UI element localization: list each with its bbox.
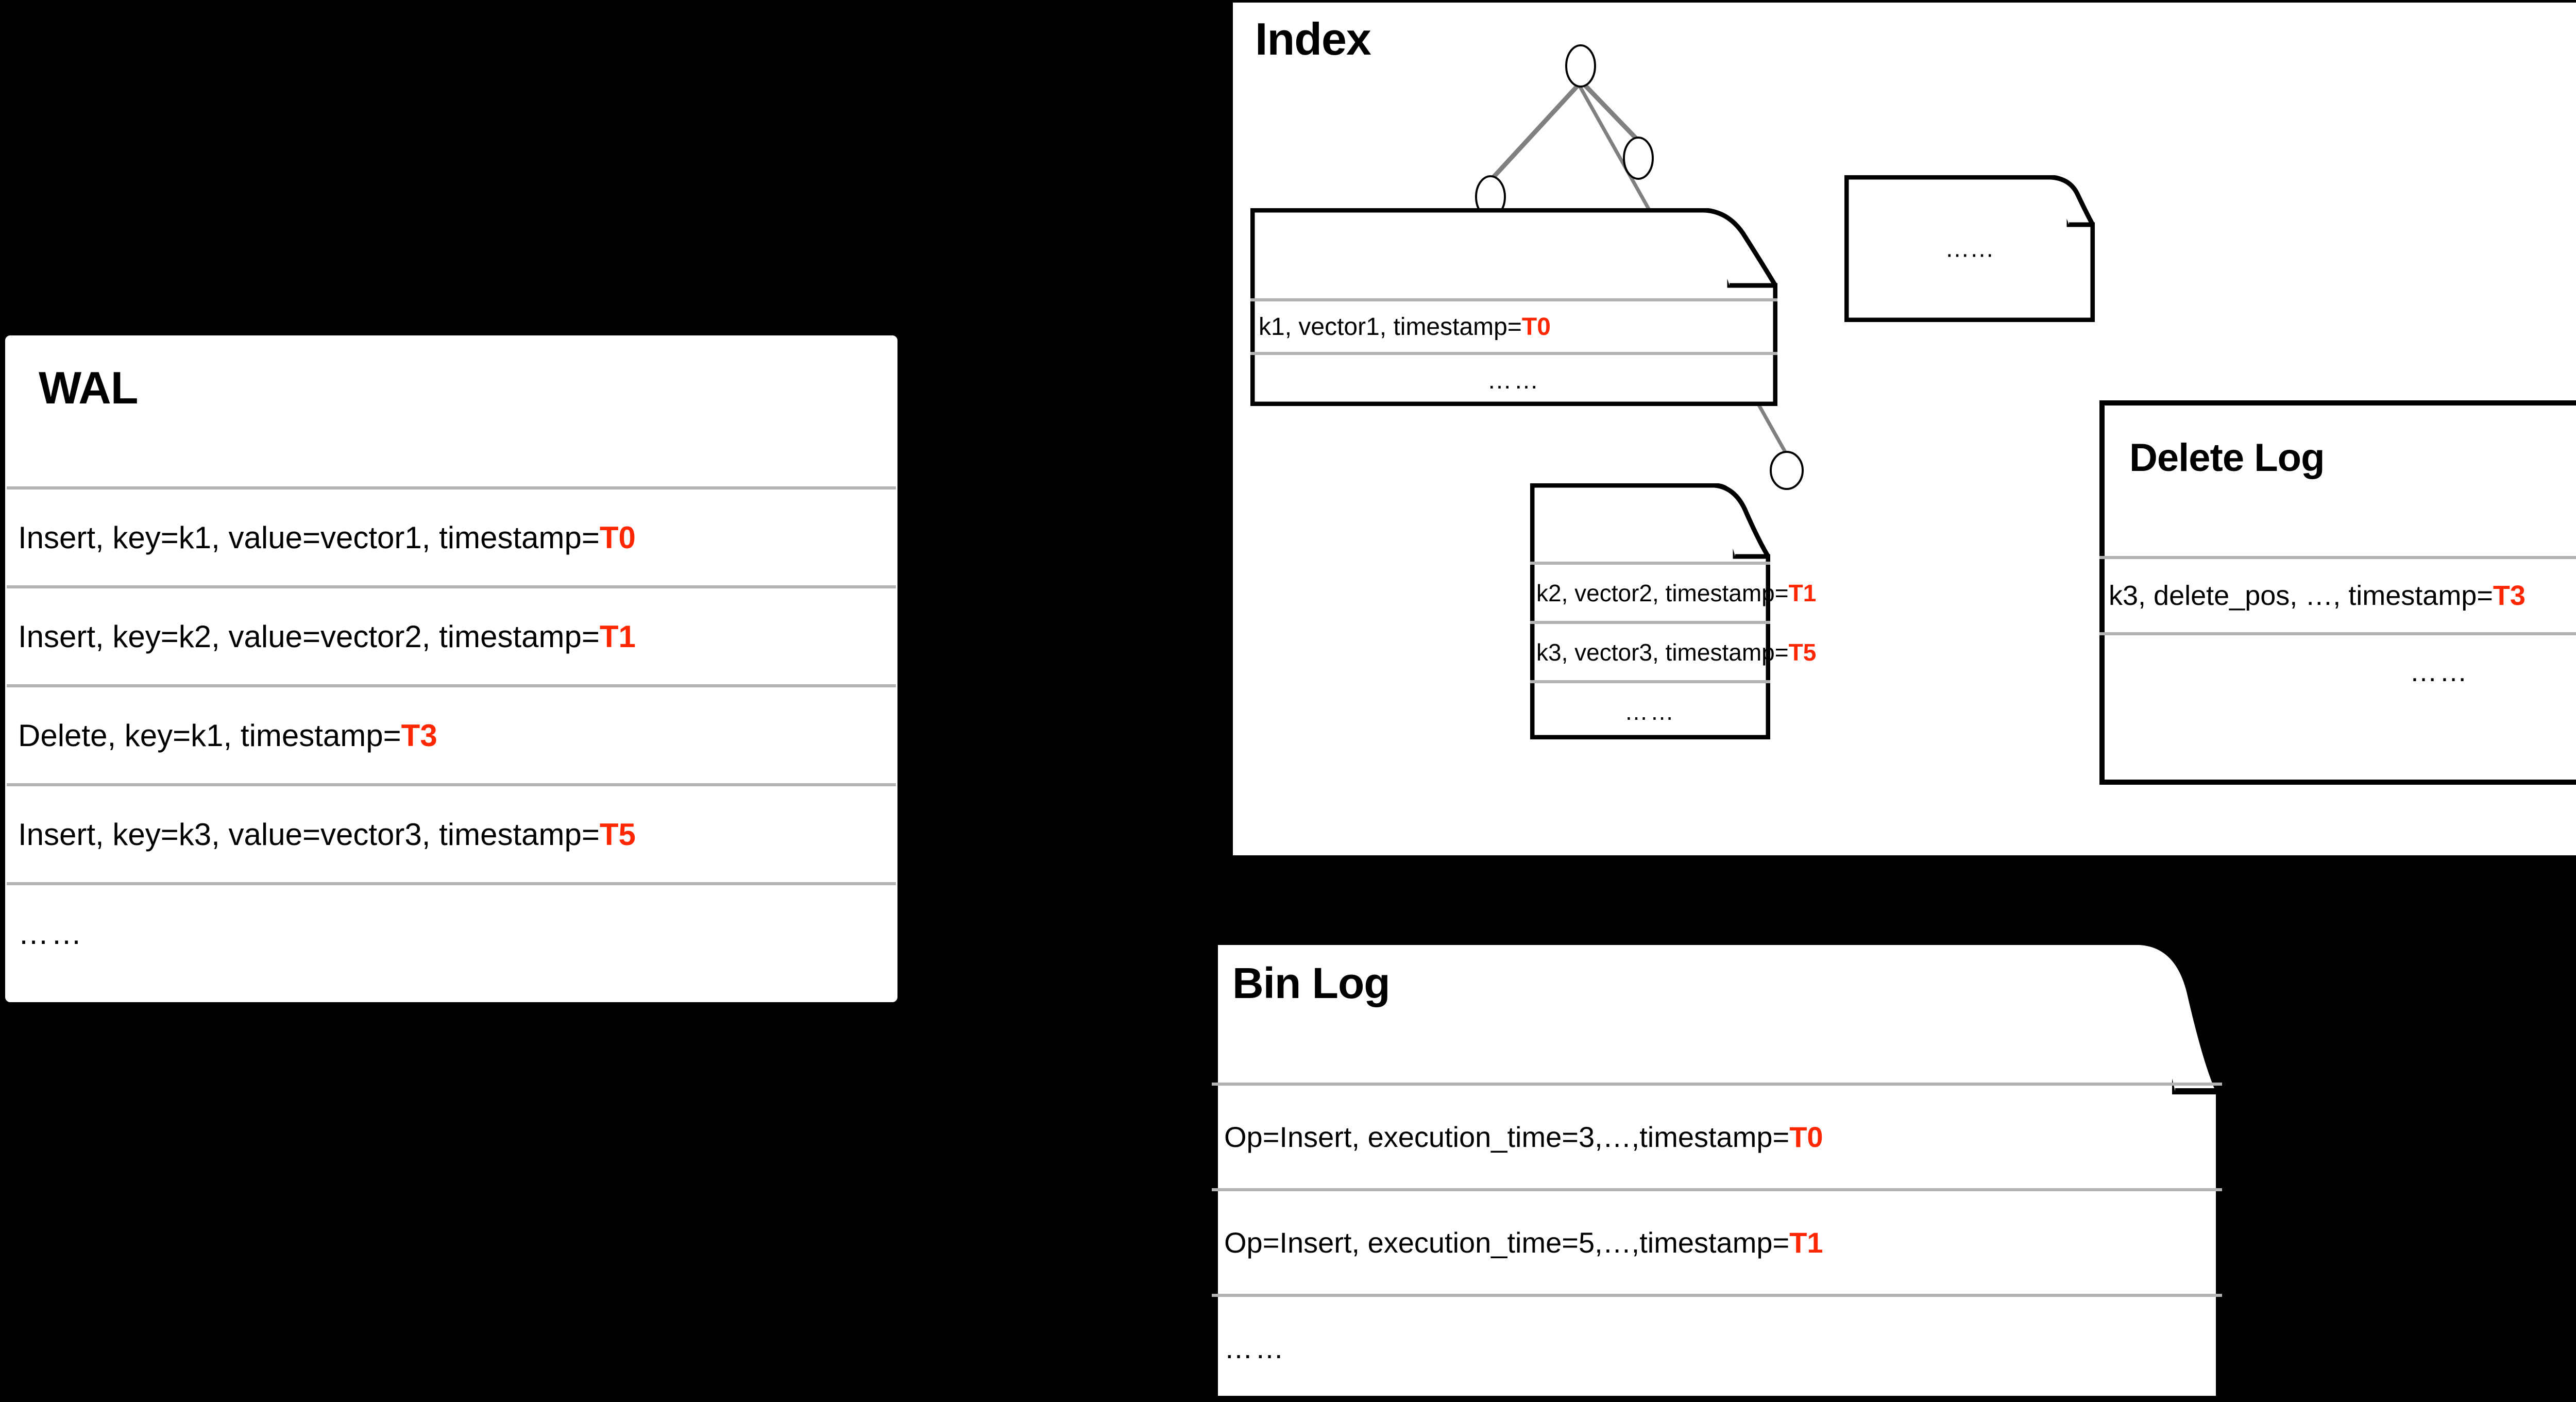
wal-entry-row: Delete, key=k1, timestamp=T3	[7, 684, 896, 783]
index-entry-text: k2, vector2, timestamp=	[1536, 579, 1789, 606]
delete-log-entry-ellipsis: ……	[2410, 656, 2469, 687]
index-entry-text: k1, vector1, timestamp=	[1259, 313, 1522, 341]
wal-entry-text: Insert, key=k3, value=vector3, timestamp…	[18, 817, 600, 852]
bin-log-rows: Op=Insert, execution_time=3,…,timestamp=…	[1212, 1083, 2222, 1402]
tree-node-bottom-icon	[1770, 451, 1804, 490]
delete-log-rows: k3, delete_pos, …, timestamp=T3 ……	[2099, 556, 2576, 785]
wal-entry-timestamp: T1	[599, 619, 636, 654]
index-panel: Index k1, vector1, timesta	[1233, 3, 2576, 855]
delete-log-title: Delete Log	[2129, 436, 2325, 480]
tree-node-root-icon	[1565, 44, 1596, 88]
folded-page-shape-icon	[2099, 400, 2576, 785]
index-entry-row: ……	[1530, 680, 1770, 739]
delete-log-card: Delete Log k3, delete_pos, …, timestamp=…	[2099, 400, 2576, 785]
bin-log-entry-ellipsis: ……	[1224, 1332, 1286, 1364]
bin-log-entry-text: Op=Insert, execution_time=5,…,timestamp=	[1224, 1226, 1790, 1259]
wal-entry-timestamp: T0	[599, 520, 636, 555]
wal-entry-row: ……	[7, 882, 896, 981]
tree-edge-root-left	[1488, 80, 1583, 182]
index-entry-timestamp: T1	[1788, 579, 1817, 606]
index-title: Index	[1255, 13, 1371, 64]
bin-log-entry-row: Op=Insert, execution_time=3,…,timestamp=…	[1212, 1083, 2222, 1188]
bin-log-card: Bin Log Op=Insert, execution_time=3,…,ti…	[1212, 939, 2222, 1402]
folded-page-shape-icon	[1212, 939, 2222, 1402]
wal-entry-list: Insert, key=k1, value=vector1, timestamp…	[7, 486, 896, 981]
wal-entry-timestamp: T3	[401, 718, 437, 753]
index-entry-row: k2, vector2, timestamp=T1	[1530, 562, 1816, 621]
index-card-k2k3: k2, vector2, timestamp=T1 k3, vector3, t…	[1530, 483, 1816, 739]
bin-log-entry-row: Op=Insert, execution_time=5,…,timestamp=…	[1212, 1188, 2222, 1294]
wal-entry-text: Insert, key=k2, value=vector2, timestamp…	[18, 619, 600, 654]
delete-log-entry-timestamp: T3	[2493, 580, 2526, 611]
index-card-ellipsis: ……	[1844, 175, 2095, 322]
wal-entry-timestamp: T5	[599, 817, 636, 852]
index-entry-row: k1, vector1, timestamp=T0	[1250, 298, 1777, 352]
tree-edges	[1488, 80, 1640, 182]
folded-page-shape-icon	[1844, 175, 2095, 322]
tree-nodes	[1475, 44, 1804, 490]
index-entry-row: k3, vector3, timestamp=T5	[1530, 621, 1816, 680]
wal-panel: WAL Insert, key=k1, value=vector1, times…	[5, 335, 897, 1002]
delete-log-entry-row: k3, delete_pos, …, timestamp=T3	[2099, 556, 2576, 632]
wal-title: WAL	[39, 362, 139, 413]
index-card-k2k3-rows: k2, vector2, timestamp=T1 k3, vector3, t…	[1530, 562, 1816, 739]
index-card-k1-rows: k1, vector1, timestamp=T0 ……	[1250, 298, 1777, 406]
bin-log-entry-timestamp: T1	[1789, 1226, 1823, 1259]
bin-log-title: Bin Log	[1232, 959, 1391, 1007]
folded-page-shape-icon	[1250, 208, 1777, 406]
wal-entry-row: Insert, key=k1, value=vector1, timestamp…	[7, 486, 896, 585]
index-entry-timestamp: T5	[1788, 638, 1817, 666]
index-card-k1: k1, vector1, timestamp=T0 ……	[1250, 208, 1777, 406]
index-card-ellipsis-text: ……	[1945, 235, 1994, 262]
index-entry-row: ……	[1250, 352, 1777, 406]
wal-entry-row: Insert, key=k3, value=vector3, timestamp…	[7, 783, 896, 882]
tree-edge-root-right	[1583, 83, 1640, 143]
bin-log-entry-timestamp: T0	[1789, 1121, 1823, 1153]
wal-entry-row: Insert, key=k2, value=vector2, timestamp…	[7, 585, 896, 684]
index-entry-text: k3, vector3, timestamp=	[1536, 638, 1789, 666]
delete-log-entry-text: k3, delete_pos, …, timestamp=	[2109, 580, 2493, 611]
index-entry-ellipsis: ……	[1624, 698, 1676, 725]
bin-log-entry-text: Op=Insert, execution_time=3,…,timestamp=	[1224, 1121, 1790, 1153]
wal-entry-text: Insert, key=k1, value=vector1, timestamp…	[18, 520, 600, 555]
index-entry-ellipsis: ……	[1487, 366, 1541, 394]
index-entry-timestamp: T0	[1521, 313, 1551, 341]
folded-page-shape-icon	[1530, 483, 1770, 739]
wal-entry-ellipsis: ……	[18, 916, 84, 951]
tree-node-right-icon	[1623, 137, 1654, 180]
wal-entry-text: Delete, key=k1, timestamp=	[18, 718, 401, 753]
bin-log-entry-row: ……	[1212, 1294, 2222, 1399]
delete-log-entry-row: ……	[2099, 632, 2576, 708]
